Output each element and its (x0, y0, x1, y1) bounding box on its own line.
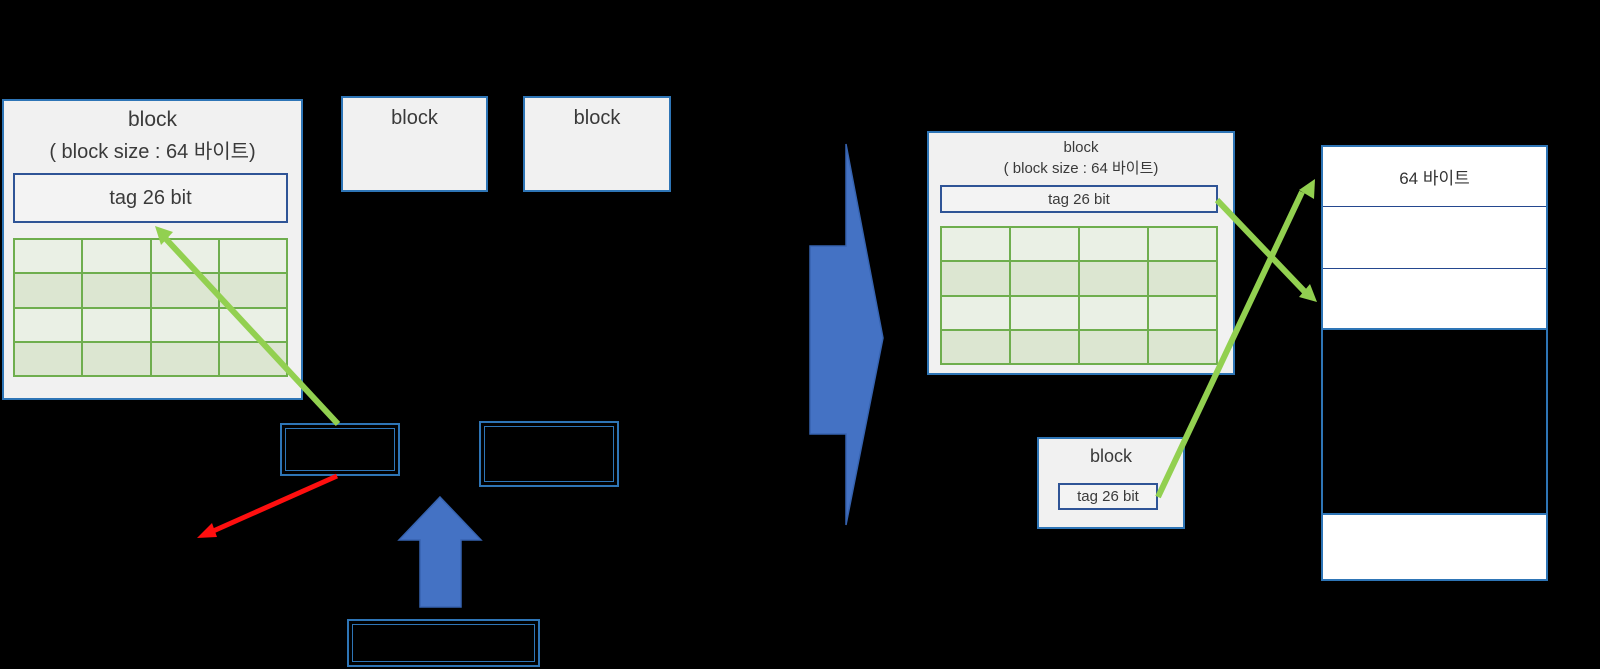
small-cache-block: block tag 26 bit (1037, 437, 1185, 529)
grid-cell (1080, 262, 1147, 295)
block-title: block (1089, 446, 1133, 466)
block-title: block (1063, 139, 1099, 156)
grid-cell (942, 296, 1009, 329)
grid-cell (83, 240, 150, 273)
grid-cell (219, 308, 286, 341)
top-block-1: block (341, 96, 488, 192)
grid-cell (1149, 228, 1216, 261)
grid-cell (1149, 330, 1216, 363)
grid-cell (1149, 262, 1216, 295)
grid-cell (1149, 296, 1216, 329)
byte-grid (13, 238, 288, 377)
red-arrow-head (197, 523, 217, 538)
tag-label: tag 26 bit (109, 186, 192, 209)
memory-column: 64 바이트 (1321, 145, 1548, 581)
memory-row-unfilled (1323, 330, 1546, 515)
outlined-box-a (280, 423, 400, 476)
grid-cell (1080, 228, 1147, 261)
tag-box: tag 26 bit (13, 173, 288, 223)
grid-cell (942, 330, 1009, 363)
grid-cell (15, 240, 82, 273)
red-arrow-line (209, 473, 339, 535)
memory-row-label: 64 바이트 (1399, 169, 1470, 188)
blue-up-arrow (397, 495, 483, 608)
top-block-2: block (523, 96, 671, 192)
grid-cell (83, 308, 150, 341)
grid-cell (219, 342, 286, 375)
grid-cell (151, 274, 218, 307)
outlined-box-bottom (347, 619, 540, 667)
tag-label: tag 26 bit (1048, 190, 1110, 208)
grid-cell (151, 240, 218, 273)
green-arrow-smallblock-to-row1-head (1299, 179, 1315, 199)
grid-cell (1011, 262, 1078, 295)
memory-row (1323, 269, 1546, 330)
green-arrow-tag-to-row3-head (1299, 284, 1317, 302)
block-size-subtitle: ( block size : 64 바이트) (1003, 160, 1159, 177)
grid-cell (83, 342, 150, 375)
block-title: block (573, 107, 621, 129)
outlined-box-b (479, 421, 619, 487)
grid-cell (1080, 330, 1147, 363)
tag-box: tag 26 bit (1058, 483, 1158, 510)
block-size-subtitle: ( block size : 64 바이트) (49, 141, 256, 163)
block-title: block (391, 107, 438, 129)
block-title: block (127, 108, 178, 131)
memory-row (1323, 515, 1546, 579)
grid-cell (15, 308, 82, 341)
grid-cell (1011, 296, 1078, 329)
grid-cell (151, 308, 218, 341)
grid-cell (1011, 330, 1078, 363)
tag-box: tag 26 bit (940, 185, 1218, 213)
grid-cell (219, 240, 286, 273)
grid-cell (15, 274, 82, 307)
grid-cell (15, 342, 82, 375)
tag-label: tag 26 bit (1077, 488, 1139, 505)
grid-cell (83, 274, 150, 307)
right-cache-block: block ( block size : 64 바이트) tag 26 bit (927, 131, 1235, 375)
grid-cell (219, 274, 286, 307)
grid-cell (1011, 228, 1078, 261)
memory-row (1323, 207, 1546, 269)
grid-cell (942, 228, 1009, 261)
left-cache-block: block ( block size : 64 바이트) tag 26 bit (2, 99, 303, 400)
byte-grid (940, 226, 1218, 365)
grid-cell (942, 262, 1009, 295)
grid-cell (1080, 296, 1147, 329)
blue-chevron-arrow (809, 143, 884, 526)
grid-cell (151, 342, 218, 375)
memory-row-64byte: 64 바이트 (1323, 147, 1546, 207)
